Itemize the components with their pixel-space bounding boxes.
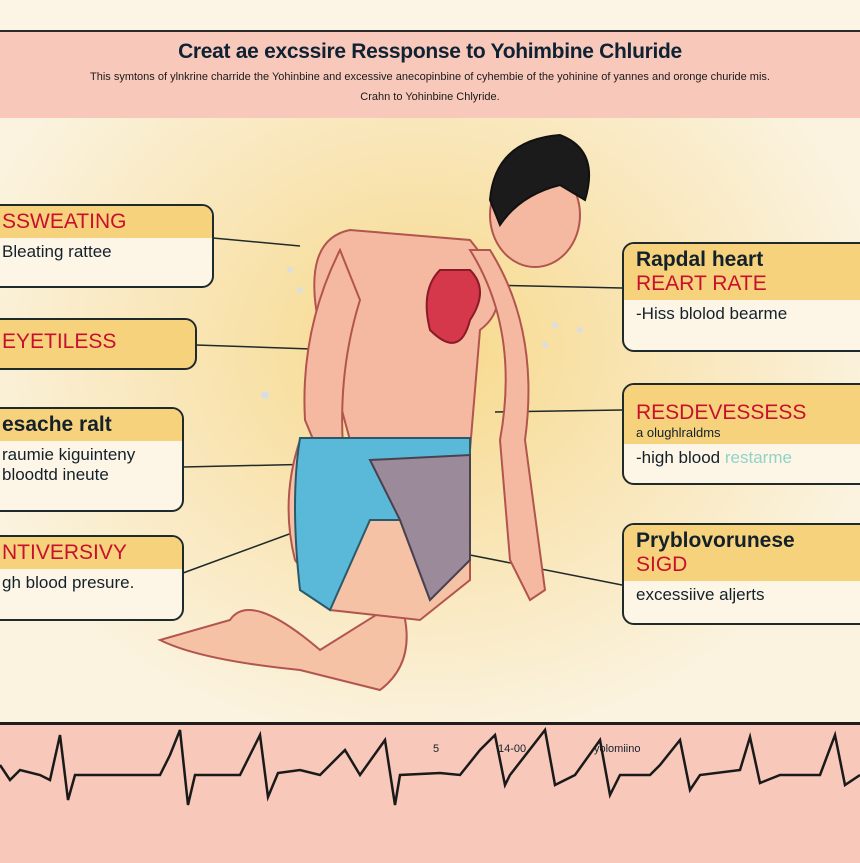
callout-title: NTIVERSIVY xyxy=(2,541,127,564)
ecg-strip: 5 14-00 yolomiino xyxy=(0,722,860,863)
header-banner: Creat ae excssire Ressponse to Yohimbine… xyxy=(0,32,860,118)
callout-body: -high blood xyxy=(636,448,721,467)
callout-eyetiless: EYETILESS xyxy=(0,318,197,370)
callout-body: gh blood presure. xyxy=(2,573,135,592)
sweat-drops xyxy=(261,267,583,399)
ecg-label: 14-00 xyxy=(498,743,527,755)
subtitle-line-2: Crahn to Yohinbine Chlyride. xyxy=(360,91,500,103)
ecg-label: yolomiino xyxy=(594,743,641,755)
callout-body: excessiive aljerts xyxy=(636,585,765,604)
callout-title: EYETILESS xyxy=(2,330,117,353)
ecg-trace xyxy=(0,727,860,806)
callout-subtitle: SIGD xyxy=(636,553,688,576)
callout-subtitle: REART RATE xyxy=(636,272,767,295)
callout-title: RESDEVESSESS xyxy=(636,401,807,424)
callout-note: a olughlraldms xyxy=(636,425,721,440)
callout-title: SSWEATING xyxy=(2,210,127,233)
subtitle-line-1: This symtons of ylnkrine charride the Yo… xyxy=(90,71,770,83)
person-figure xyxy=(157,133,591,692)
ecg-label: 5 xyxy=(433,743,440,755)
callout-body: Bleating rattee xyxy=(2,242,112,261)
callout-body: -Hiss blolod bearme xyxy=(636,304,788,323)
top-strip xyxy=(0,0,860,32)
callout-body-line: raumie kiguinteny xyxy=(2,445,136,464)
callout-title: Pryblovorunese xyxy=(636,529,795,552)
callout-body-line: bloodtd ineute xyxy=(2,465,109,484)
callout-sweating: SSWEATING Bleating rattee xyxy=(0,204,214,288)
callout-title: Rapdal heart xyxy=(636,248,764,271)
callout-ntiversivy: NTIVERSIVY gh blood presure. xyxy=(0,535,184,621)
page-title: Creat ae excssire Ressponse to Yohimbine… xyxy=(178,40,682,63)
callout-title: esache ralt xyxy=(2,413,112,436)
callout-body-faint: restarme xyxy=(724,448,792,467)
